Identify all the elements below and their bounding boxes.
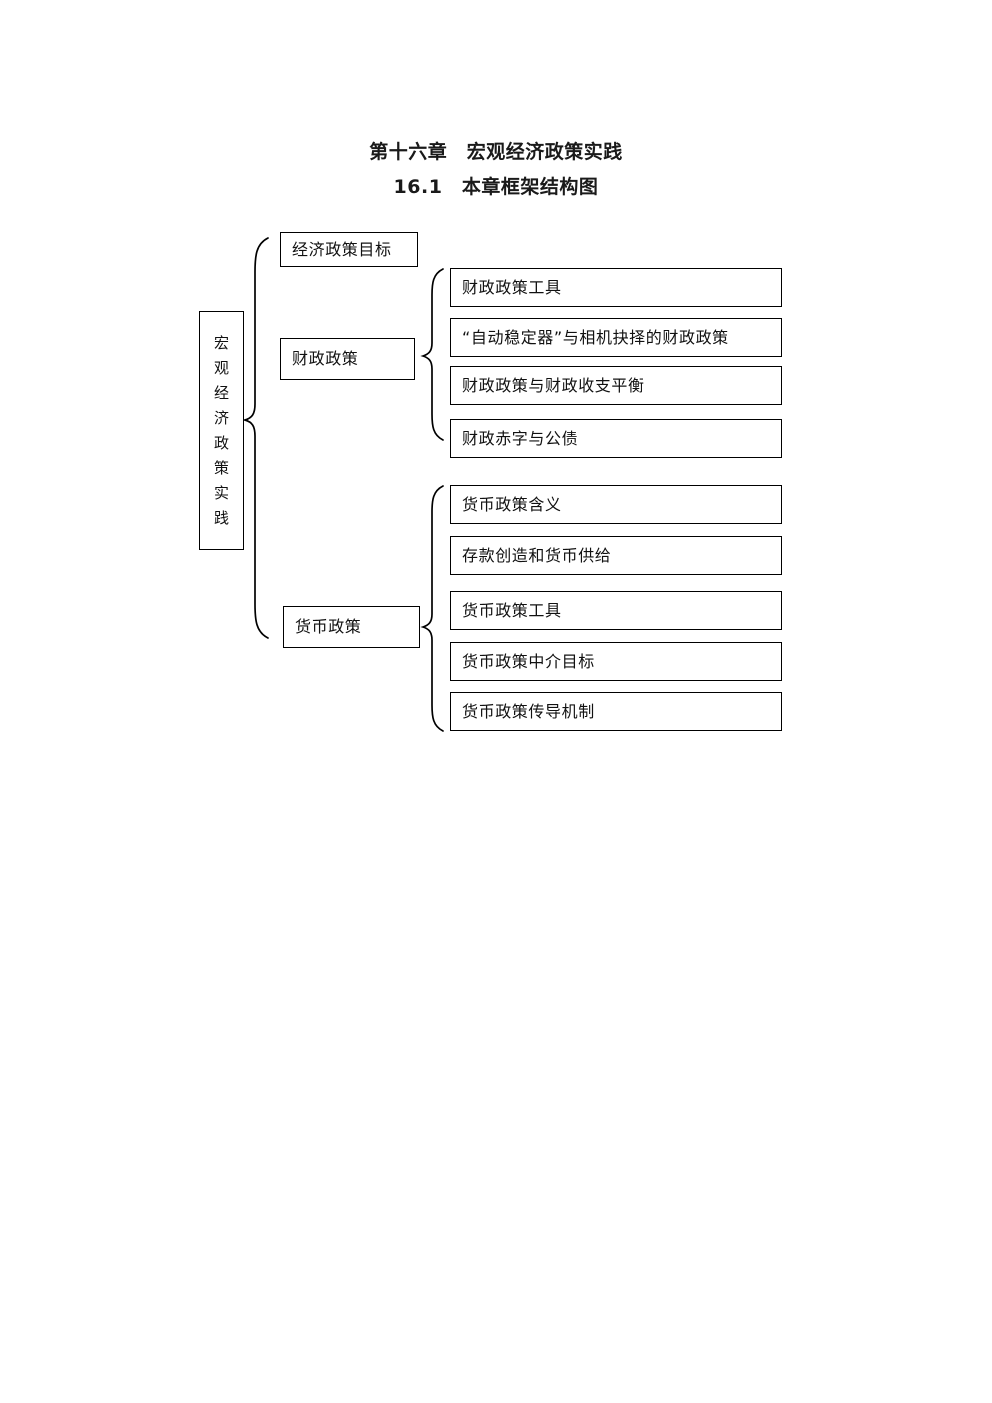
- page-header: 第十六章 宏观经济政策实践 16.1 本章框架结构图: [0, 138, 992, 202]
- leaf-node-label: 货币政策传导机制: [462, 701, 595, 721]
- branch-node-label: 货币政策: [295, 617, 362, 636]
- leaf-node-monetary-3[interactable]: 货币政策工具: [450, 591, 782, 630]
- root-char: 宏: [213, 333, 229, 352]
- leaf-node-label: 存款创造和货币供给: [462, 545, 612, 565]
- root-node-label: 宏 观 经 济 政 策 实 践: [214, 331, 229, 531]
- leaf-node-label: 财政赤字与公债: [462, 428, 579, 448]
- root-char: 实: [213, 483, 229, 502]
- root-char: 践: [213, 508, 229, 527]
- branch-node-label: 经济政策目标: [292, 239, 392, 259]
- root-char: 观: [213, 358, 229, 377]
- leaf-node-fiscal-3[interactable]: 财政政策与财政收支平衡: [450, 366, 782, 405]
- leaf-node-label: 货币政策含义: [462, 494, 562, 514]
- leaf-node-monetary-1[interactable]: 货币政策含义: [450, 485, 782, 524]
- leaf-node-label: “自动稳定器”与相机抉择的财政政策: [462, 327, 729, 347]
- leaf-node-label: 货币政策中介目标: [462, 651, 595, 671]
- branch-node-monetary-policy[interactable]: 货币政策: [283, 606, 420, 648]
- root-node[interactable]: 宏 观 经 济 政 策 实 践: [199, 311, 244, 550]
- brace-monetary: [420, 485, 444, 732]
- page-title: 第十六章 宏观经济政策实践: [369, 141, 623, 163]
- brace-root: [241, 237, 269, 639]
- leaf-node-fiscal-2[interactable]: “自动稳定器”与相机抉择的财政政策: [450, 318, 782, 357]
- leaf-node-label: 财政政策与财政收支平衡: [462, 375, 645, 395]
- leaf-node-fiscal-4[interactable]: 财政赤字与公债: [450, 419, 782, 458]
- root-char: 济: [213, 408, 229, 427]
- branch-node-economic-policy-goals[interactable]: 经济政策目标: [280, 232, 418, 267]
- leaf-node-label: 货币政策工具: [462, 600, 562, 620]
- leaf-node-fiscal-1[interactable]: 财政政策工具: [450, 268, 782, 307]
- brace-fiscal: [420, 268, 444, 441]
- root-char: 策: [213, 458, 229, 477]
- leaf-node-monetary-2[interactable]: 存款创造和货币供给: [450, 536, 782, 575]
- branch-node-label: 财政政策: [292, 349, 359, 368]
- leaf-node-label: 财政政策工具: [462, 277, 562, 297]
- leaf-node-monetary-4[interactable]: 货币政策中介目标: [450, 642, 782, 681]
- page-subtitle: 16.1 本章框架结构图: [393, 176, 599, 198]
- branch-node-fiscal-policy[interactable]: 财政政策: [280, 338, 415, 380]
- root-char: 经: [213, 383, 229, 402]
- root-char: 政: [213, 433, 229, 452]
- leaf-node-monetary-5[interactable]: 货币政策传导机制: [450, 692, 782, 731]
